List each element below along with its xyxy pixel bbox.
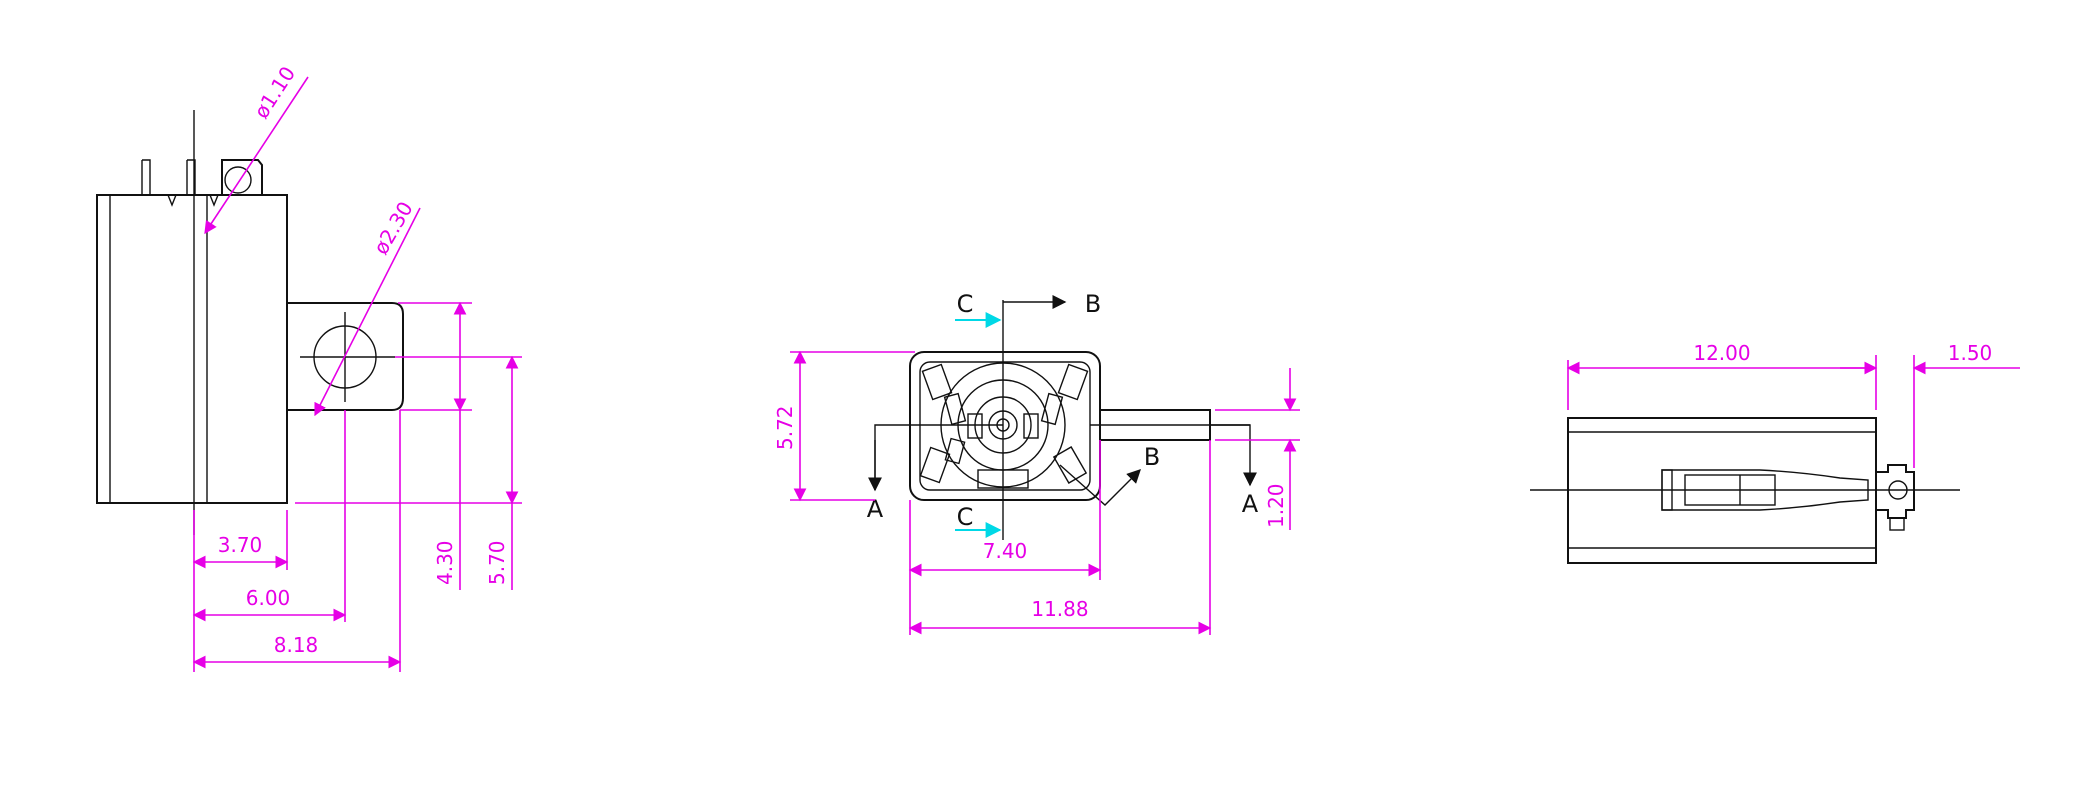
dim-4-30: 4.30 bbox=[433, 540, 457, 585]
front-housing bbox=[909, 351, 1101, 501]
section-c-bottom: C bbox=[957, 503, 974, 531]
section-a-right: A bbox=[1242, 490, 1259, 518]
small-hole bbox=[224, 166, 252, 194]
dim-6-00: 6.00 bbox=[246, 586, 291, 610]
dim-7-40: 7.40 bbox=[983, 539, 1028, 563]
section-a-left: A bbox=[867, 495, 884, 523]
dim-1-20: 1.20 bbox=[1264, 483, 1288, 528]
dim-8-18: 8.18 bbox=[274, 633, 319, 657]
mounting-flange bbox=[287, 302, 404, 411]
dim-12-00: 12.00 bbox=[1693, 341, 1750, 365]
side-body bbox=[96, 194, 288, 504]
dim-hole-small: ø1.10 bbox=[249, 62, 300, 123]
front-view: C B C B A A 5.72 7.40 11.88 1.20 bbox=[773, 290, 1300, 635]
section-b-right: B bbox=[1144, 443, 1160, 471]
dim-5-70: 5.70 bbox=[485, 540, 509, 585]
dim-3-70: 3.70 bbox=[218, 533, 263, 557]
dim-1-50: 1.50 bbox=[1948, 341, 1993, 365]
side-view: ø1.10 ø2.30 3.70 6.00 8.18 4.30 5.70 bbox=[96, 62, 522, 672]
top-view: 12.00 1.50 bbox=[1530, 341, 2020, 564]
dim-5-72: 5.72 bbox=[773, 405, 797, 450]
dim-11-88: 11.88 bbox=[1031, 597, 1088, 621]
section-b-top: B bbox=[1085, 290, 1101, 318]
section-c-top: C bbox=[957, 290, 974, 318]
